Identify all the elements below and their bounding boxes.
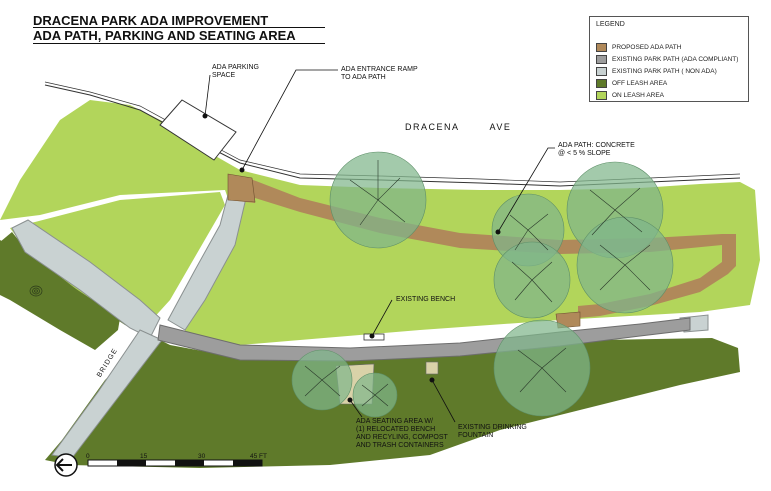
label-drinking-fountain: EXISTING DRINKING FOUNTAIN	[458, 424, 527, 440]
proposed-ada-path-east-loop	[578, 234, 736, 318]
ada-parking-space	[159, 99, 237, 161]
legend-item-existing-ada-path: EXISTING PARK PATH (ADA COMPLIANT)	[596, 54, 738, 64]
label-line: FOUNTAIN	[458, 432, 494, 439]
street-label: DRACENA AVE	[405, 122, 511, 132]
scale-tick-label: 15	[140, 453, 148, 460]
proposed-ada-path	[228, 174, 722, 254]
scale-tick-label: 0	[86, 453, 90, 460]
scale-tick-label: 30	[198, 453, 206, 460]
label-existing-bench: EXISTING BENCH	[396, 296, 456, 303]
existing-path-non-ada-north	[167, 194, 247, 331]
existing-ada-path	[157, 317, 691, 362]
legend-label: ON LEASH AREA	[612, 91, 665, 99]
existing-path-non-ada-west	[11, 219, 161, 339]
legend-label: EXISTING PARK PATH ( NON ADA)	[612, 67, 717, 75]
label-line: AND RECYLING, COMPOST	[356, 434, 448, 441]
legend-swatch	[596, 78, 607, 88]
label-line: ADA PARKING	[212, 64, 259, 71]
legend-swatch	[596, 54, 607, 64]
label-line: ADA ENTRANCE RAMP	[341, 66, 418, 73]
legend-item-off-leash-area: OFF LEASH AREA	[596, 78, 667, 88]
legend-label: OFF LEASH AREA	[612, 79, 668, 87]
scale-bar	[87, 459, 263, 467]
street-name-2: AVE	[489, 122, 512, 132]
label-line: (1) RELOCATED BENCH	[356, 426, 436, 433]
boulder-symbol	[29, 285, 43, 297]
legend-label: PROPOSED ADA PATH	[612, 43, 682, 51]
legend-label: EXISTING PARK PATH (ADA COMPLIANT)	[612, 55, 739, 63]
label-ada-path-concrete: ADA PATH: CONCRETE @ < 5 % SLOPE	[558, 142, 635, 158]
subtitle-rule	[33, 43, 325, 44]
legend-swatch	[596, 42, 607, 52]
label-line: SPACE	[212, 72, 236, 79]
label-line: ADA SEATING AREA W/	[356, 418, 433, 425]
label-ada-parking: ADA PARKING SPACE	[212, 64, 259, 80]
legend: LEGEND PROPOSED ADA PATH EXISTING PARK P…	[589, 16, 749, 102]
off-leash-area-west	[0, 232, 120, 350]
legend-swatch	[596, 66, 607, 76]
legend-swatch	[596, 90, 607, 100]
label-ada-seating-area: ADA SEATING AREA W/ (1) RELOCATED BENCH …	[356, 418, 448, 450]
north-arrow-icon	[54, 453, 78, 477]
legend-item-proposed-ada-path: PROPOSED ADA PATH	[596, 42, 681, 52]
plan-subtitle: ADA PATH, PARKING AND SEATING AREA	[33, 28, 296, 43]
legend-item-on-leash-area: ON LEASH AREA	[596, 90, 664, 100]
proposed-ada-path-ramp	[227, 173, 256, 203]
legend-title: LEGEND	[596, 21, 625, 28]
leader-dots	[202, 113, 501, 403]
label-line: AND TRASH CONTAINERS	[356, 442, 444, 449]
title-rule	[33, 27, 325, 28]
plan-title: DRACENA PARK ADA IMPROVEMENT	[33, 13, 269, 28]
scale-tick-label: 45 FT	[250, 453, 267, 460]
drinking-fountain-pad	[425, 361, 439, 375]
street-name-1: DRACENA	[405, 122, 460, 132]
leader-lines	[204, 69, 555, 423]
label-line: @ < 5 % SLOPE	[558, 150, 611, 157]
legend-item-existing-non-ada-path: EXISTING PARK PATH ( NON ADA)	[596, 66, 717, 76]
tree-branches	[304, 160, 651, 407]
label-line: EXISTING DRINKING	[458, 424, 527, 431]
label-line: TO ADA PATH	[341, 74, 386, 81]
label-ada-entrance-ramp: ADA ENTRANCE RAMP TO ADA PATH	[341, 66, 418, 82]
label-line: ADA PATH: CONCRETE	[558, 142, 635, 149]
on-leash-area-left	[10, 192, 225, 322]
